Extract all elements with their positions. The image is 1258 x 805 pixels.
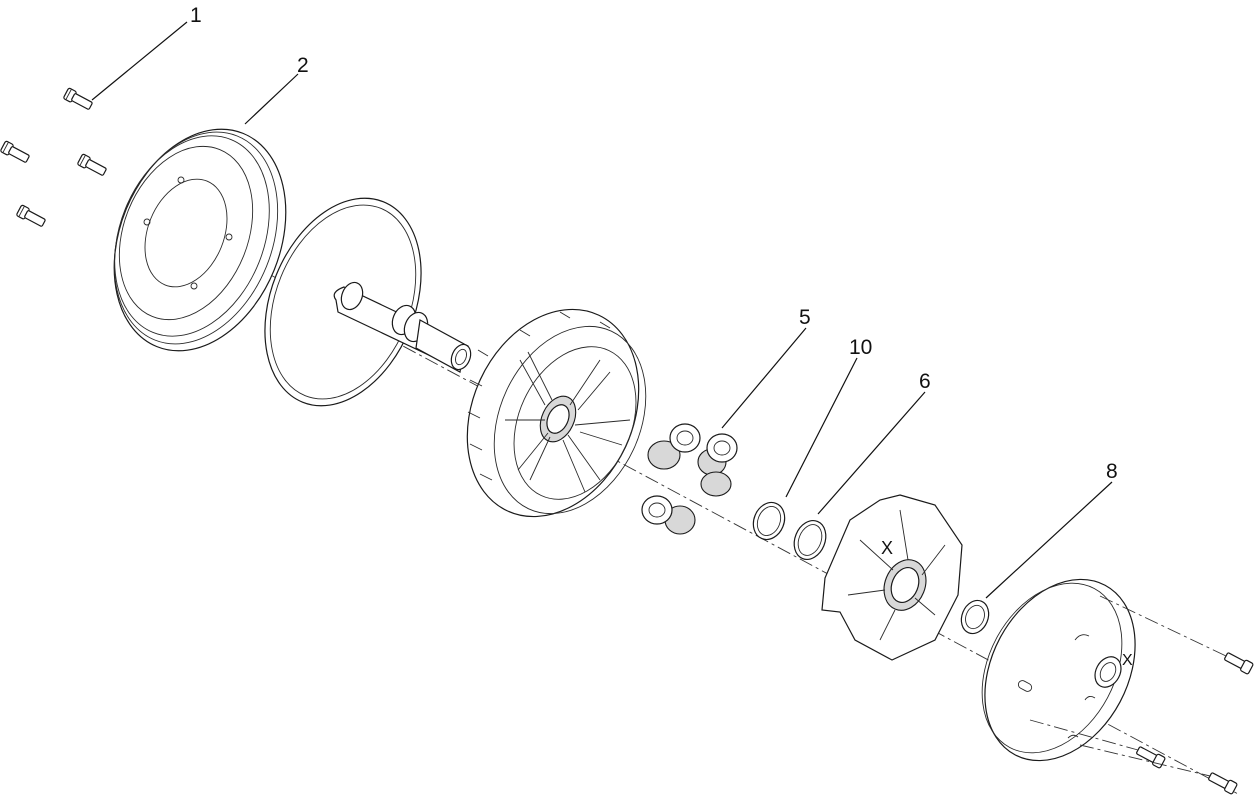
spider-mark-x: X [881,538,893,558]
bolt-1 [63,87,93,110]
callout-label-10: 10 [849,336,872,359]
bolt-group-right [1136,652,1254,795]
bolt-2 [0,140,30,163]
callout-label-5: 5 [799,306,811,329]
callout-label-8: 8 [1106,460,1118,483]
callout-label-2: 2 [297,54,309,77]
roller [647,423,701,470]
roller [641,495,696,535]
bolt-axis-line [1079,744,1211,777]
bolt-5 [1224,652,1254,675]
callout-leader-2 [244,73,299,125]
bolt-axis-line [1029,719,1139,751]
callout-label-6: 6 [919,370,931,393]
roller [700,471,732,497]
roller [697,433,738,476]
callout-leader-8 [985,481,1113,599]
bolt-6 [1136,746,1166,769]
fixed-sheave [264,197,472,407]
bolt-7 [1208,772,1238,795]
end-cover: X [981,578,1136,762]
bolt-3 [77,153,107,176]
cover-mark-x: X [1122,652,1133,669]
spider: X [821,494,963,661]
washer-8 [960,599,990,635]
pulley-plate [113,128,287,352]
callout-leader-1 [91,21,188,101]
roller-weights [641,423,738,535]
movable-sheave-housing [466,308,647,518]
bolt-4 [16,204,46,227]
washer-10 [752,501,786,541]
bolt-axis-line [1099,595,1227,657]
callout-leader-10 [785,357,858,498]
callout-leader-5 [721,327,807,429]
callout-label-1: 1 [190,4,202,27]
spacer-ring-6 [793,520,827,560]
callout-leader-6 [817,391,926,515]
bolt-group-left [0,87,107,227]
